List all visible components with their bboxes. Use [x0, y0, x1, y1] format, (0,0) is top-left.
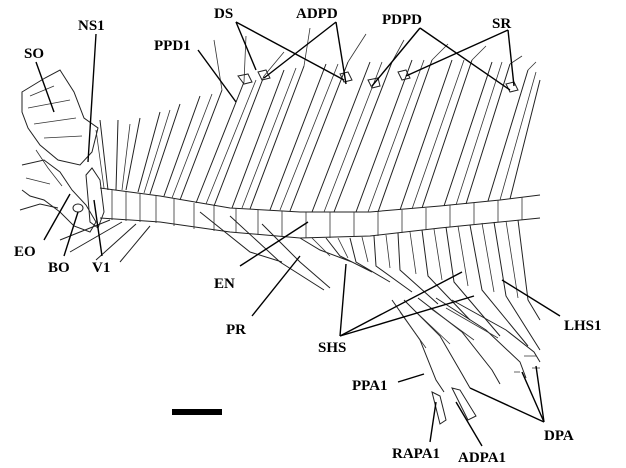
label-en: EN — [214, 276, 235, 292]
label-sr: SR — [492, 16, 511, 32]
vertebral-column — [100, 188, 540, 238]
leader-sr-a — [508, 30, 514, 86]
leader-dpa-a — [470, 388, 544, 422]
leader-ds-b — [236, 22, 344, 80]
leader-shs-b — [340, 272, 462, 336]
leader-eo — [44, 194, 70, 240]
label-ns1: NS1 — [78, 18, 105, 34]
label-lhs1: LHS1 — [564, 318, 602, 334]
label-so: SO — [24, 46, 44, 62]
leader-lines — [36, 22, 560, 446]
label-eo: EO — [14, 244, 36, 260]
leader-v1 — [94, 200, 102, 256]
scale-bar — [172, 409, 222, 415]
label-adpd: ADPD — [296, 6, 338, 22]
leader-shs-a — [340, 264, 346, 336]
label-rapa1: RAPA1 — [392, 446, 440, 462]
leader-sr-b — [406, 30, 508, 76]
dorsal-spines — [96, 28, 540, 212]
leader-shs-c — [340, 296, 474, 336]
ventral-spines — [60, 212, 540, 424]
label-dpa: DPA — [544, 428, 574, 444]
label-ppd1: PPD1 — [154, 38, 191, 54]
label-ppa1: PPA1 — [352, 378, 388, 394]
leader-ppa1 — [398, 374, 424, 382]
label-pr: PR — [226, 322, 246, 338]
label-adpa1: ADPA1 — [458, 450, 506, 466]
label-v1: V1 — [92, 260, 110, 276]
leader-adpa1 — [456, 402, 482, 446]
leader-adpd-b — [336, 22, 346, 84]
leader-lhs1 — [502, 280, 560, 316]
leader-pr — [252, 256, 300, 316]
leader-ds-a — [236, 22, 256, 70]
label-bo: BO — [48, 260, 70, 276]
leader-rapa1 — [430, 402, 436, 442]
label-shs: SHS — [318, 340, 346, 356]
leader-pdpd-a — [372, 28, 420, 86]
label-pdpd: PDPD — [382, 12, 422, 28]
label-ds: DS — [214, 6, 233, 22]
